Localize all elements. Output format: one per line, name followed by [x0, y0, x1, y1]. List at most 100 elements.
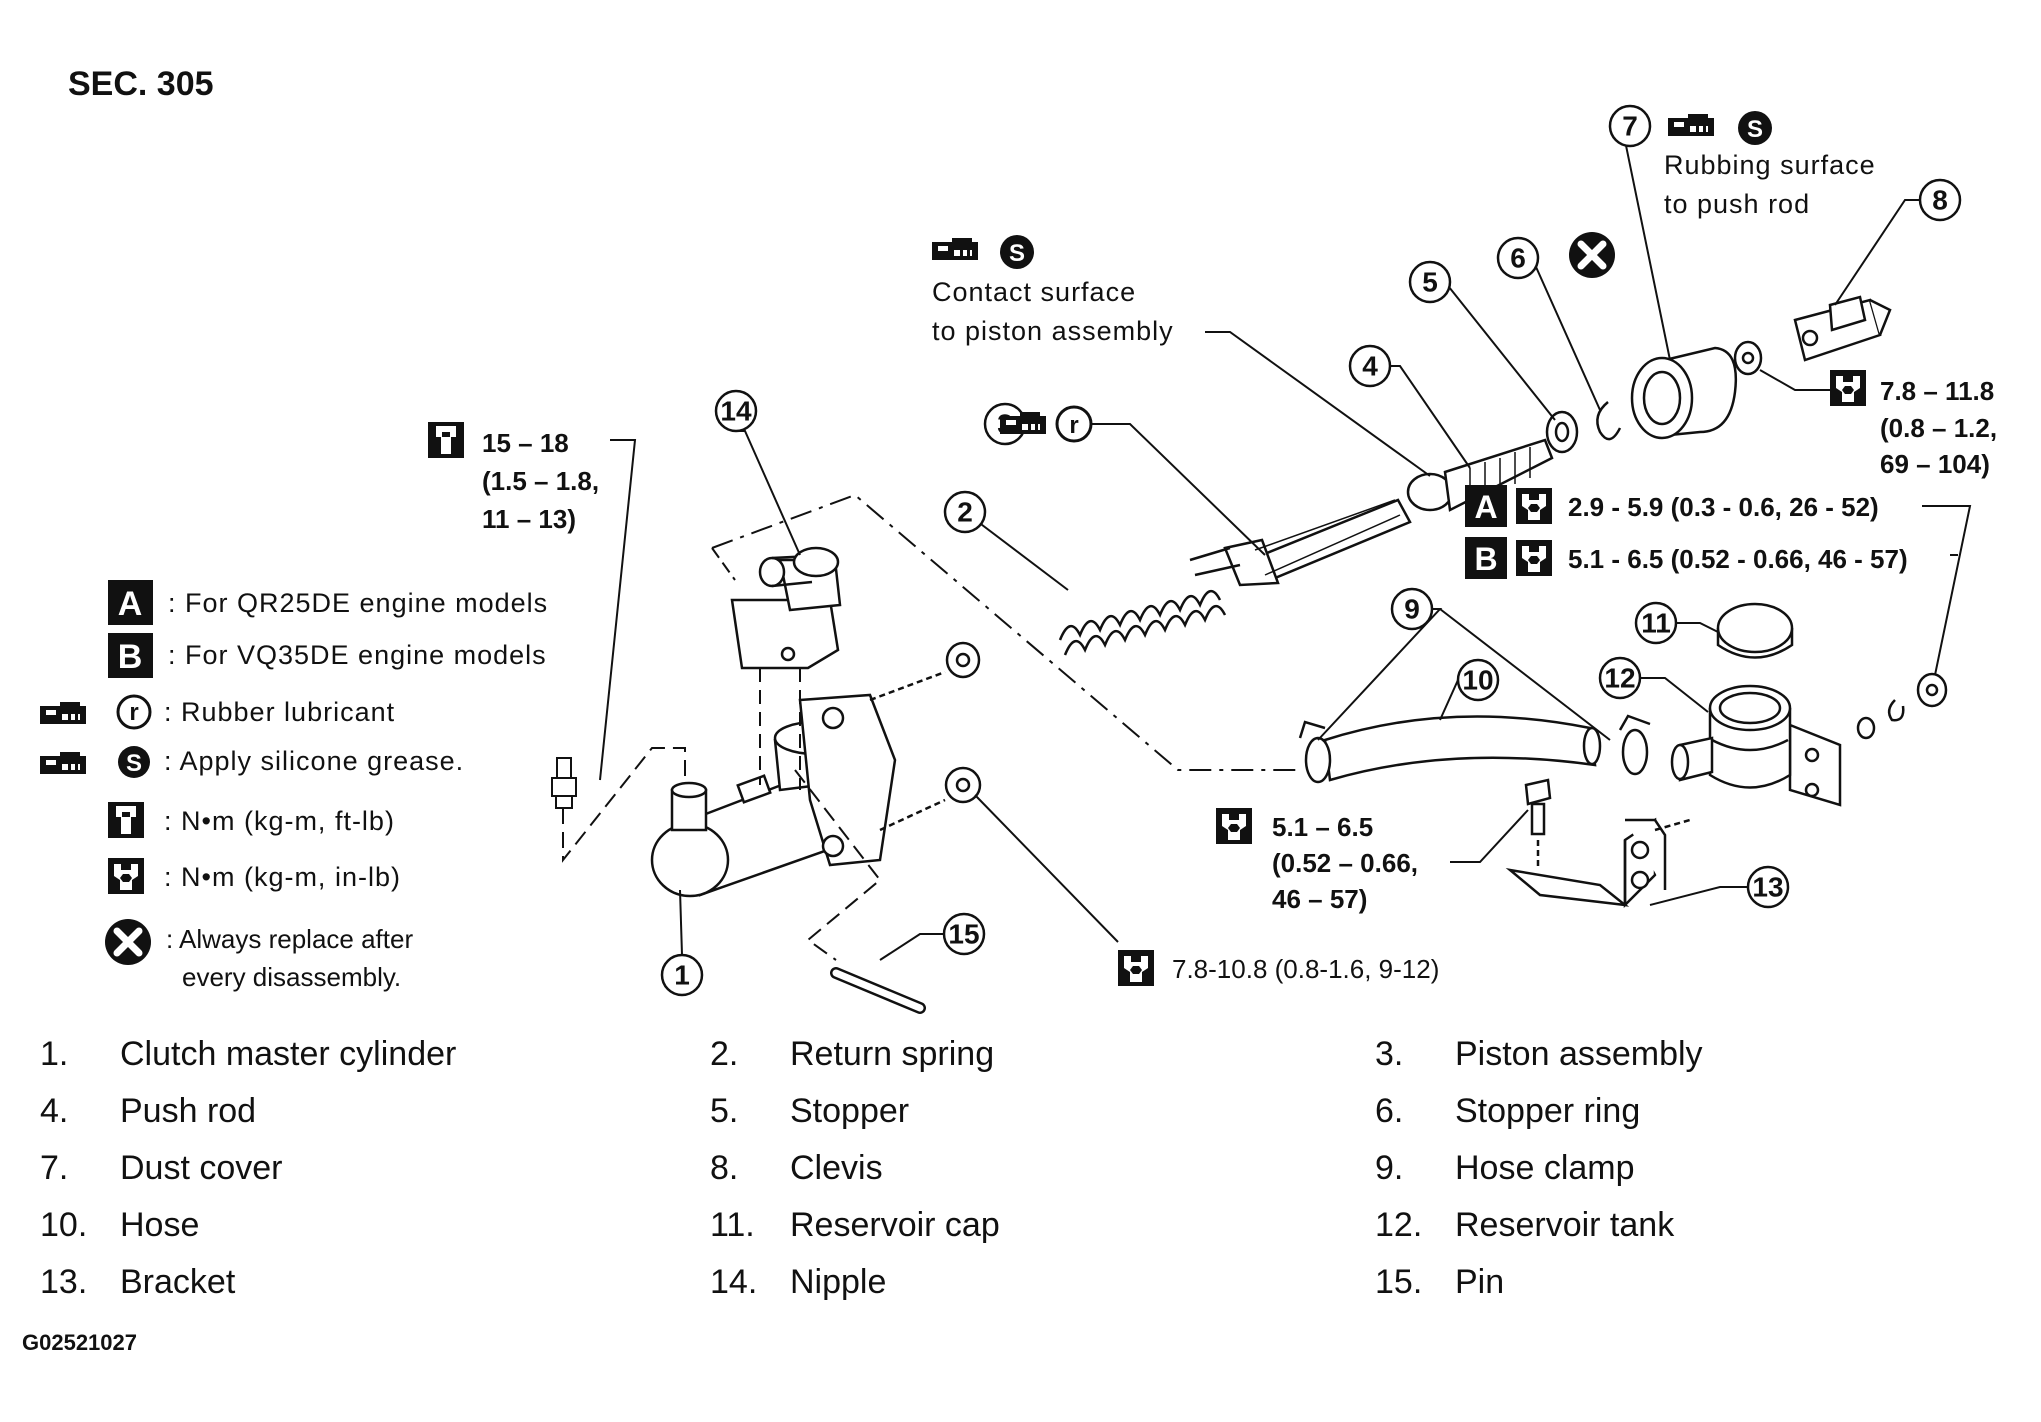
part-name: Clevis [790, 1149, 883, 1187]
replace-icon [105, 919, 151, 965]
nipple [730, 546, 842, 670]
torque-inlb-icon [1118, 950, 1154, 986]
legend-ftlb-text: : N•m (kg-m, ft-lb) [164, 806, 395, 836]
contact-surface-line2: to piston assembly [932, 316, 1174, 346]
torque-inlb-icon [1516, 488, 1552, 524]
part-number: 4. [40, 1092, 69, 1130]
dust-cover [1630, 346, 1738, 440]
callout-7: 7 [1608, 104, 1652, 148]
callout-4: 4 [1348, 344, 1392, 388]
mounting-hardware [869, 641, 982, 832]
piston-rubber-key: r [1069, 412, 1078, 439]
rubber-lubricant-icon [116, 694, 152, 730]
callout-number: 11 [1641, 608, 1671, 639]
legend-inlb-row: : N•m (kg-m, in-lb) [108, 858, 401, 894]
contact-surface-note: S Contact surface to piston assembly [932, 235, 1431, 477]
model-b-key-box [108, 633, 153, 678]
part-number: 1. [40, 1035, 69, 1073]
torque-ftlb-icon [428, 422, 464, 458]
exploded-diagram: A : For QR25DE engine models B : For VQ3… [40, 104, 1997, 1014]
torque-note-3: A 2.9 - 5.9 (0.3 - 0.6, 26 - 52) B 5.1 -… [1465, 485, 1972, 676]
torque-note-5: 7.8-10.8 (0.8-1.6, 9-12) [974, 794, 1439, 986]
callout-number: 15 [948, 919, 979, 950]
hose [1323, 715, 1602, 782]
return-spring [1058, 590, 1227, 656]
legend-a-text: : For QR25DE engine models [168, 588, 548, 618]
stopper-ring [1596, 401, 1622, 441]
rubbing-grease-key: S [1747, 116, 1763, 143]
clutch-master-cylinder [650, 693, 897, 898]
legend-b-text: : For VQ35DE engine models [168, 640, 547, 670]
legend-r-text: : Rubber lubricant [164, 697, 395, 727]
part-number: 8. [710, 1149, 739, 1187]
torque-note-1: 15 – 18 (1.5 – 1.8, 11 – 13) [428, 422, 686, 863]
reservoir-cap [1716, 602, 1794, 659]
hose-clamp-left [1298, 720, 1332, 784]
part-number: 5. [710, 1092, 739, 1130]
torque-ftlb-icon [108, 802, 144, 838]
callout-13: 13 [1746, 865, 1790, 909]
part-number: 13. [40, 1263, 88, 1301]
lubricant-icon [40, 702, 86, 724]
callout-number: 13 [1752, 872, 1783, 903]
model-a-key-box [108, 580, 153, 625]
callout-8: 8 [1918, 178, 1962, 222]
part-name: Clutch master cylinder [120, 1035, 457, 1073]
torque-5-text: 7.8-10.8 (0.8-1.6, 9-12) [1172, 954, 1439, 984]
part-name: Stopper ring [1455, 1092, 1641, 1130]
part-number: 15. [1375, 1263, 1423, 1301]
torque-inlb-icon [1216, 808, 1252, 844]
piston-lubricant-marks: r [1000, 405, 1093, 443]
callout-number: 14 [720, 396, 752, 427]
tank-washers [1856, 672, 1948, 740]
callout-1: 1 [660, 953, 704, 997]
callout-number: 1 [674, 960, 690, 991]
legend-replace-line1: : Always replace after [166, 924, 413, 954]
callout-6: 6 [1496, 236, 1540, 280]
silicone-grease-icon [1738, 111, 1772, 145]
torque-1-line2: (1.5 – 1.8, [482, 466, 599, 496]
grease-icon [40, 752, 86, 774]
torque-4-line1: 5.1 – 6.5 [1272, 812, 1373, 842]
torque-3b-key: B [1474, 541, 1497, 577]
part-name: Stopper [790, 1092, 910, 1130]
part-name: Return spring [790, 1035, 995, 1073]
rubbing-surface-line1: Rubbing surface [1664, 150, 1876, 180]
legend-s-key: S [126, 750, 142, 777]
torque-2-line3: 69 – 104) [1880, 449, 1990, 479]
part-number: 7. [40, 1149, 69, 1187]
callout-number: 10 [1462, 665, 1493, 696]
torque-inlb-icon [1516, 540, 1552, 576]
grease-icon [932, 238, 978, 260]
part-name: Push rod [120, 1092, 257, 1130]
legend-inlb-text: : N•m (kg-m, in-lb) [164, 862, 401, 892]
part-name: Nipple [790, 1263, 887, 1301]
callout-number: 4 [1362, 351, 1378, 382]
legend: A : For QR25DE engine models B : For VQ3… [40, 580, 548, 992]
part-name: Hose [120, 1206, 200, 1244]
legend-b-row: B : For VQ35DE engine models [108, 633, 547, 678]
part-number: 2. [710, 1035, 739, 1073]
replace-icon [1569, 232, 1615, 278]
torque-1-line1: 15 – 18 [482, 428, 569, 458]
rubbing-surface-note: S Rubbing surface to push rod [1664, 111, 1876, 219]
callout-2: 2 [943, 490, 987, 534]
callout-12: 12 [1598, 656, 1642, 700]
legend-r-key: r [129, 699, 138, 726]
callout-9: 9 [1390, 587, 1434, 631]
part-number: 14. [710, 1263, 758, 1301]
part-name: Reservoir cap [790, 1206, 1000, 1244]
rubber-lubricant-icon [1055, 405, 1093, 443]
part-name: Dust cover [120, 1149, 283, 1187]
legend-r-row: r : Rubber lubricant [40, 694, 395, 730]
bracket-bolt [1524, 778, 1552, 870]
model-a-key: A [118, 585, 143, 623]
bracket [1505, 817, 1691, 909]
hose-fitting [551, 757, 577, 809]
grease-icon [1668, 114, 1714, 136]
rubbing-surface-line2: to push rod [1664, 189, 1810, 219]
torque-note-4: 5.1 – 6.5 (0.52 – 0.66, 46 – 57) [1216, 808, 1529, 914]
callout-14: 14 [714, 389, 758, 433]
callout-number: 6 [1510, 243, 1526, 274]
part-name: Bracket [120, 1263, 236, 1301]
